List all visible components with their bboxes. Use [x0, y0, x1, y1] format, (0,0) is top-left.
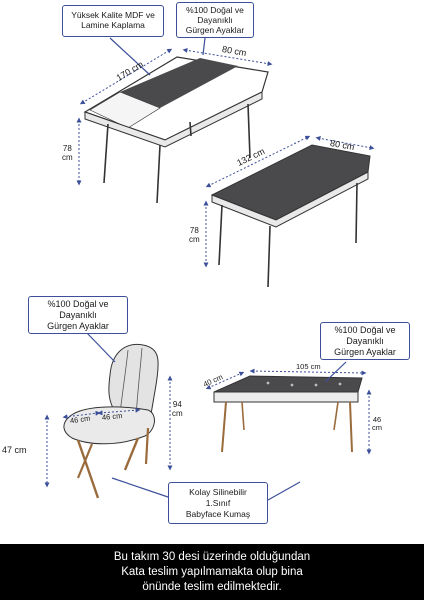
furniture-illustration: [44, 37, 375, 501]
notice-line: önünde teslim edilmektedir.: [142, 580, 282, 593]
callout-line: Gürgen Ayaklar: [334, 347, 396, 357]
chair-legs-callout: %100 Doğal ve Dayanıklı Gürgen Ayaklar: [28, 296, 128, 334]
bench-drawing: [205, 361, 372, 455]
chair-drawing: [44, 332, 173, 499]
table-legs-callout: %100 Doğal ve Dayanıklı Gürgen Ayaklar: [176, 2, 254, 38]
dim-value: 78: [62, 144, 72, 153]
dim-unit: cm: [172, 409, 183, 418]
extended-table-drawing: [76, 37, 273, 204]
fabric-leader-line: [111, 477, 169, 498]
dim-table-large-height: 78 cm: [62, 144, 73, 162]
callout-line: 1.Sınıf: [205, 498, 231, 508]
dim-value: 78: [189, 226, 199, 235]
callout-line: Gürgen Ayaklar: [185, 25, 245, 35]
dim-bench-height: 46 cm: [372, 416, 382, 432]
callout-line: Dayanıklı: [197, 15, 233, 25]
notice-line: Kata teslim yapılmamakta olup bina: [121, 565, 303, 578]
callout-line: %100 Doğal ve: [47, 299, 109, 309]
dim-unit: cm: [372, 423, 382, 432]
callout-line: Gürgen Ayaklar: [47, 321, 109, 331]
fabric-callout: Kolay Silinebilir 1.Sınıf Babyface Kumaş: [168, 482, 268, 524]
callout-line: %100 Doğal ve: [186, 5, 244, 15]
compact-table-drawing: [203, 135, 375, 288]
dim-value: 94: [172, 400, 182, 409]
dim-chair-seat-height: 47 cm: [2, 445, 27, 455]
mdf-callout: Yüksek Kalite MDF ve Lamine Kaplama: [62, 5, 164, 37]
callout-line: Kolay Silinebilir: [189, 487, 247, 497]
callout-line: Dayanıklı: [59, 310, 97, 320]
callout-line: %100 Doğal ve: [334, 325, 396, 335]
callout-line: Yüksek Kalite MDF ve: [71, 10, 155, 20]
delivery-notice: Bu takım 30 desi üzerinde olduğundan Kat…: [0, 544, 424, 600]
dim-chair-height: 94 cm: [172, 400, 183, 418]
dim-value: 46: [372, 415, 382, 424]
callout-line: Lamine Kaplama: [81, 20, 145, 30]
dim-unit: cm: [189, 235, 200, 244]
dim-unit: cm: [62, 153, 73, 162]
bench-legs-callout: %100 Doğal ve Dayanıklı Gürgen Ayaklar: [320, 322, 410, 360]
dim-table-small-height: 78 cm: [189, 226, 200, 244]
fabric-leader-line-right: [267, 481, 301, 501]
dim-bench-length: 105 cm: [296, 362, 321, 371]
dim-chair-seat-depth: 46 cm: [101, 410, 123, 423]
notice-line: Bu takım 30 desi üzerinde olduğundan: [113, 550, 311, 563]
callout-line: Dayanıklı: [346, 336, 384, 346]
callout-line: Babyface Kumaş: [185, 509, 251, 519]
